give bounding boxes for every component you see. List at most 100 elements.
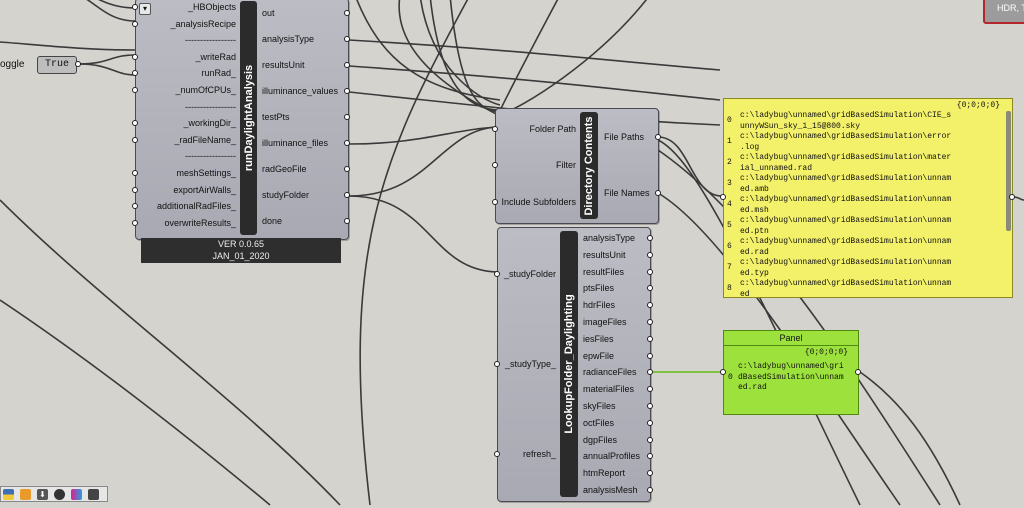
output-grip[interactable] [344, 218, 350, 224]
output-grip[interactable] [647, 302, 653, 309]
input-grip[interactable] [132, 53, 138, 60]
palette-icon[interactable] [71, 489, 82, 500]
input-parameter: ----------------- [185, 35, 236, 46]
output-parameter: testPts [262, 112, 290, 122]
boolean-toggle[interactable]: oggle True [0, 56, 81, 74]
version-badge: VER 0.0.65 JAN_01_2020 [141, 238, 341, 263]
output-grip[interactable] [647, 453, 653, 460]
panel-item-text: c:\ladybug\unnamed\gridBasedSimulation\C… [740, 111, 952, 131]
output-grip[interactable] [647, 285, 653, 292]
input-grip[interactable] [132, 186, 138, 193]
run-daylight-analysis-component[interactable]: ▾ runDaylightAnalysis _HBObjects_analysi… [132, 0, 350, 240]
lookup-folder-daylighting-component[interactable]: LookupFolder_Daylighting _studyFolder _s… [494, 227, 653, 502]
output-grip[interactable] [647, 487, 653, 493]
toggle-value-button[interactable]: True [37, 56, 77, 74]
input-parameter: additionalRadFiles_ [156, 201, 236, 212]
output-parameter: imageFiles [583, 317, 627, 327]
input-grip[interactable] [132, 20, 138, 27]
output-grip[interactable] [647, 403, 653, 409]
output-grip[interactable] [647, 319, 653, 325]
output-parameter: htmReport [583, 468, 626, 479]
input-parameter: _numOfCPUs_ [175, 85, 236, 95]
output-grip[interactable] [647, 369, 653, 376]
input-grip[interactable] [132, 136, 138, 143]
input-grip[interactable] [494, 451, 500, 457]
output-grip[interactable] [647, 268, 653, 275]
output-grip[interactable] [647, 335, 653, 342]
input-parameter: _workingDir_ [183, 118, 236, 129]
panel-input-grip[interactable] [720, 194, 726, 200]
component-nickname: runDaylightAnalysis [240, 1, 257, 235]
input-grip[interactable] [132, 120, 138, 127]
panel-item-text: c:\ladybug\unnamed\gridBasedSimulation\u… [740, 258, 952, 278]
hdr-button-label: HDR, T [997, 3, 1024, 13]
output-grip[interactable] [344, 62, 350, 68]
output-parameter: hdrFiles [583, 300, 616, 311]
input-grip[interactable] [132, 4, 138, 10]
output-parameter: studyFolder [262, 190, 310, 200]
panel-item-index: 4 [727, 200, 732, 209]
output-file-names: File Names [604, 188, 650, 198]
output-file-paths: File Paths [604, 132, 645, 142]
output-parameter: resultsUnit [262, 60, 305, 70]
toggle-output-grip[interactable] [75, 61, 81, 67]
input-grip[interactable] [494, 361, 500, 367]
output-grip[interactable] [647, 470, 653, 477]
input-grip[interactable] [132, 87, 138, 93]
grasshopper-icon[interactable] [20, 489, 31, 500]
input-include-subfolders: Include Subfolders [501, 197, 576, 207]
panel-output-grip[interactable] [855, 369, 861, 375]
input-grip[interactable] [132, 70, 138, 77]
output-parameter: radianceFiles [583, 367, 637, 378]
panel-item-index: 0 [728, 373, 733, 382]
output-grip[interactable] [647, 436, 653, 443]
output-grip[interactable] [655, 190, 661, 196]
component-menu-icon[interactable]: ▾ [139, 3, 151, 15]
hdr-button[interactable]: HDR, T [983, 0, 1024, 24]
input-study-folder: _studyFolder [503, 269, 556, 279]
panel-output-grip[interactable] [1009, 194, 1015, 200]
input-grip[interactable] [132, 219, 138, 226]
output-parameter: radGeoFile [262, 164, 307, 174]
python-icon[interactable] [3, 489, 14, 500]
output-grip[interactable] [647, 352, 653, 359]
input-grip[interactable] [132, 170, 138, 176]
output-grip[interactable] [344, 88, 350, 94]
output-grip[interactable] [647, 251, 653, 258]
download-icon[interactable]: ⬇ [37, 489, 48, 500]
input-grip[interactable] [494, 271, 500, 277]
output-grip[interactable] [647, 386, 653, 393]
output-parameter: illuminance_files [262, 138, 329, 148]
component-nickname: LookupFolder_Daylighting [560, 231, 578, 497]
panel-input-grip[interactable] [720, 369, 726, 375]
panel-divider [724, 345, 858, 346]
output-parameter: iesFiles [583, 333, 614, 344]
output-grip[interactable] [344, 114, 350, 120]
output-grip[interactable] [344, 36, 350, 42]
directory-contents-component[interactable]: Directory Contents Folder Path Filter In… [492, 108, 661, 224]
panel-item-text: c:\ladybug\unnamed\gridBasedSimulation\u… [740, 237, 952, 257]
output-grip[interactable] [344, 10, 350, 16]
input-grip[interactable] [492, 162, 498, 168]
input-folder-path: Folder Path [529, 124, 576, 134]
input-grip[interactable] [492, 199, 498, 205]
output-grip[interactable] [344, 166, 350, 172]
phone-icon[interactable] [88, 489, 99, 500]
input-grip[interactable] [132, 203, 138, 210]
output-grip[interactable] [344, 140, 350, 146]
input-grip[interactable] [492, 126, 498, 132]
settings-icon[interactable] [54, 489, 65, 500]
output-grip[interactable] [647, 419, 653, 426]
output-grip[interactable] [344, 192, 350, 198]
rad-file-panel[interactable]: Panel {0;0;0;0} 0 c:\ladybug\unnamed\gri… [723, 330, 859, 415]
panel-path: {0;0;0;0} [956, 101, 1000, 110]
panel-scrollbar[interactable] [1006, 111, 1011, 231]
output-grip[interactable] [655, 134, 661, 140]
panel-item-text: c:\ladybug\unnamed\gridBasedSimulation\m… [740, 153, 952, 173]
output-grip[interactable] [647, 235, 653, 241]
